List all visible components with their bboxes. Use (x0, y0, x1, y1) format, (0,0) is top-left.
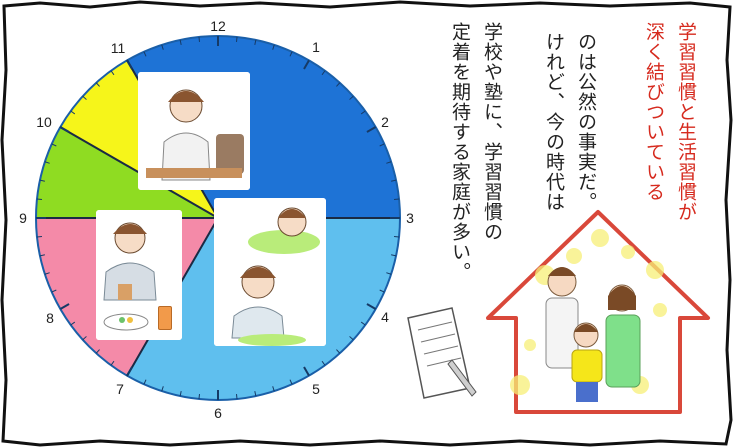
clock-number-1: 1 (312, 39, 320, 55)
clock-tick (321, 360, 326, 366)
house (486, 210, 710, 414)
clock-tick (36, 236, 43, 238)
clock-tick (393, 198, 400, 200)
clock-number-12: 12 (210, 18, 226, 34)
clock-tick (360, 110, 366, 115)
clock-tick (254, 391, 257, 397)
paper-and-pencil (407, 307, 477, 399)
pencil-icon (447, 359, 477, 397)
clock-tick (303, 366, 310, 377)
text-col-2: 深く結びついている (643, 22, 665, 202)
sector-sleep-study-blue (218, 36, 400, 218)
clock-tick (349, 336, 354, 341)
clock-tick (161, 44, 164, 50)
text-col-4: けれど、今の時代は (543, 32, 565, 212)
clock-tick (379, 289, 385, 293)
clock-tick (303, 59, 310, 70)
vignette-studying-at-desk (138, 72, 250, 190)
text-col-1: 学習習慣と生活習慣が (675, 22, 697, 222)
clock-number-2: 2 (381, 114, 389, 130)
clock-tick (321, 70, 326, 76)
clock-tick (254, 39, 257, 45)
juice-glass-icon (158, 306, 172, 330)
clock-tick (95, 82, 100, 87)
clock-number-6: 6 (214, 405, 222, 421)
clock-number-5: 5 (312, 381, 320, 397)
clock-tick (51, 143, 57, 147)
clock-tick (110, 360, 115, 366)
sector-yellow-green (35, 127, 219, 218)
clock-tick (366, 126, 377, 133)
text-col-6: 定着を期待する家庭が多い。 (449, 22, 471, 282)
clock-tick (70, 110, 76, 115)
clock-tick (336, 349, 341, 354)
clock-tick (143, 379, 147, 385)
text-col-5: 学校や塾に、学習習慣の (481, 22, 503, 242)
clock-tick (39, 179, 45, 182)
clock-tick (82, 336, 87, 341)
clock-tick (44, 272, 50, 275)
clock-tick (198, 393, 200, 400)
family-figures (545, 267, 641, 402)
vignette-sleeping-and-waking (214, 198, 326, 346)
clock-tick (198, 36, 200, 43)
clock-number-11: 11 (110, 40, 126, 56)
clock-tick (110, 70, 115, 76)
clock-tick (236, 36, 238, 43)
text-col-3: のは公然の事実だ。 (575, 32, 597, 212)
house-outline (486, 210, 710, 414)
clock-tick (126, 59, 133, 70)
clock-tick (391, 254, 397, 257)
clock-tick (336, 82, 341, 87)
clock-tick (161, 386, 164, 392)
clock-tick (70, 321, 76, 326)
paper-icon (407, 307, 471, 399)
clock-tick (126, 366, 133, 377)
clock-tick (386, 161, 392, 164)
clock-tick (179, 39, 182, 45)
clock-tick (39, 254, 45, 257)
clock-tick (272, 386, 275, 392)
clock-tick (386, 272, 392, 275)
clock-tick (393, 236, 400, 238)
clock-tick (36, 198, 43, 200)
clock-tick (391, 179, 397, 182)
clock-tick (44, 161, 50, 164)
clock-tick (59, 126, 70, 133)
clock-tick (379, 143, 385, 147)
clock-number-10: 10 (36, 114, 52, 130)
clock-tick (236, 393, 238, 400)
clock-number-7: 7 (116, 381, 124, 397)
clock-number-9: 9 (19, 210, 27, 226)
clock-tick (143, 51, 147, 57)
clock-tick (272, 44, 275, 50)
clock-number-4: 4 (381, 309, 389, 325)
clock-tick (95, 349, 100, 354)
clock-tick (366, 303, 377, 310)
clock-tick (59, 303, 70, 310)
clock-tick (289, 379, 293, 385)
clock-number-3: 3 (406, 210, 414, 226)
clock-tick (349, 95, 354, 100)
clock-tick (82, 95, 87, 100)
clock-number-8: 8 (46, 310, 54, 326)
clock-tick (360, 321, 366, 326)
clock-tick (179, 391, 182, 397)
clock-tick (289, 51, 293, 57)
clock-ticks (36, 36, 400, 400)
clock-tick (51, 289, 57, 293)
